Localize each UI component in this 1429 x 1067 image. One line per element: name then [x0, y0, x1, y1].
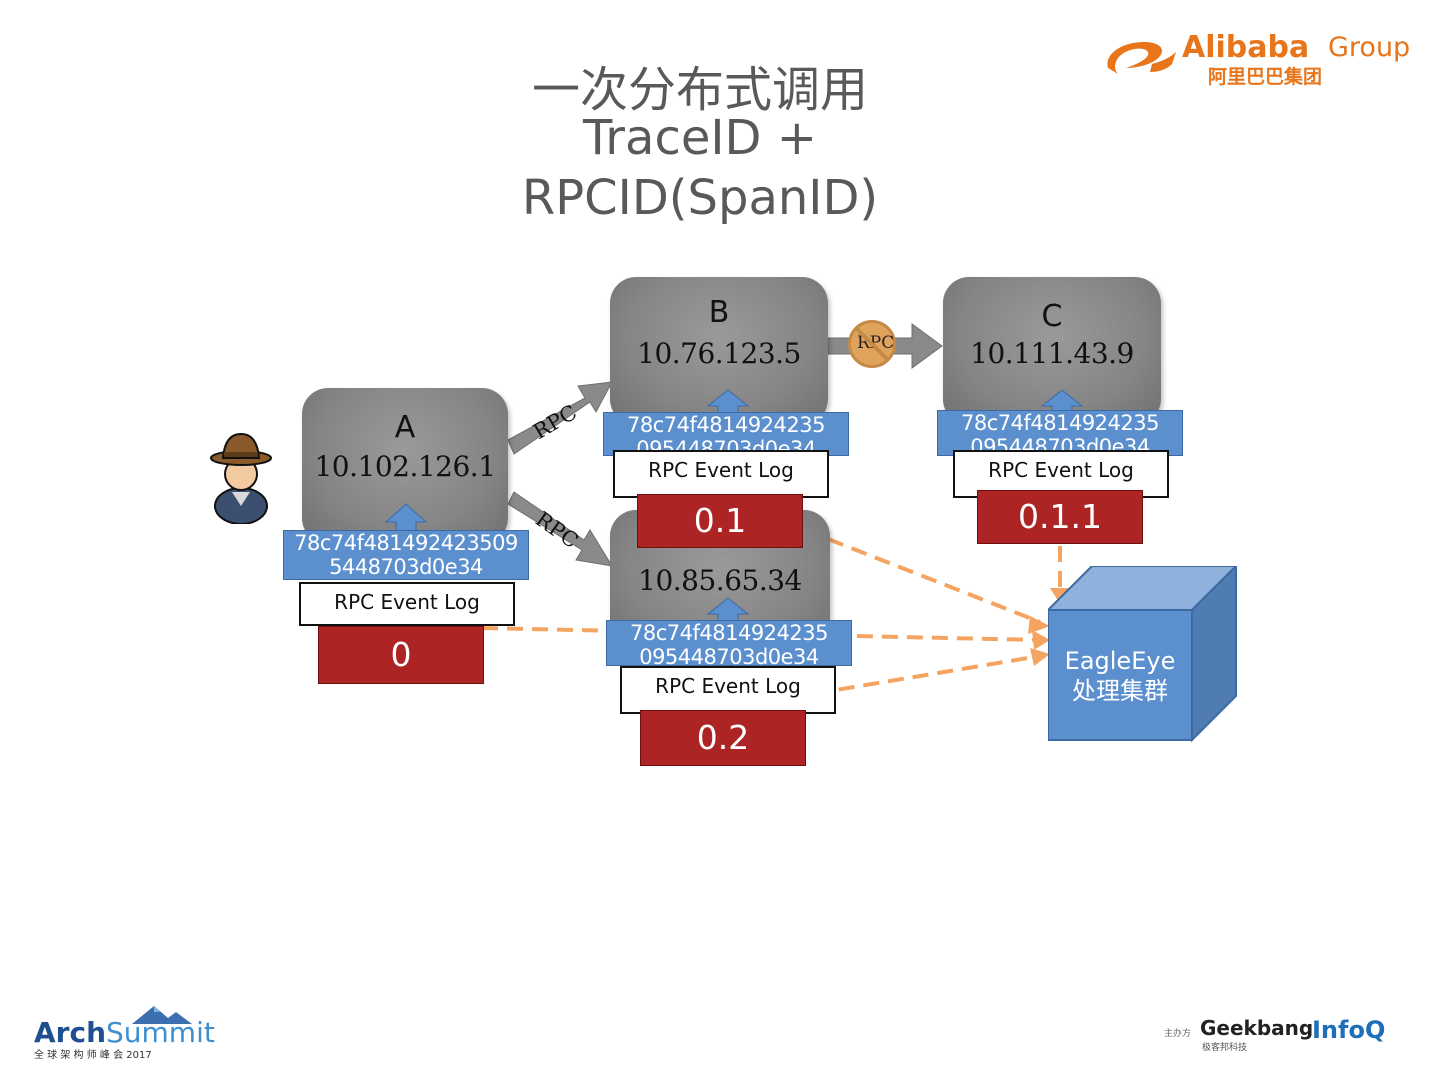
arrowhead-01 [1028, 616, 1050, 634]
node-b: B 10.76.123.5 [610, 277, 828, 425]
alibaba-logo: Alibaba Group 阿里巴巴集团 [1100, 30, 1410, 90]
cube-icon [1048, 566, 1238, 743]
node-b-ip: 10.76.123.5 [637, 337, 801, 370]
summit-wordmark: Summit [106, 1016, 215, 1049]
node-c-ip: 10.111.43.9 [970, 337, 1134, 370]
title-line-1: 一次分布式调用 [531, 62, 868, 118]
host-label: 主办方 [1164, 1029, 1192, 1039]
node-a-name: A [394, 410, 416, 445]
eagleeye-label-line-1: EagleEye [1064, 647, 1176, 675]
sponsor-logos: 主办方 Geekbang 极客邦科技 InfoQ [1164, 1016, 1404, 1056]
trace-id-a: 78c74f481492423509 5448703d0e34 [283, 530, 529, 580]
rpc-arrow-a-b [507, 381, 613, 455]
event-log-d: RPC Event Log [620, 666, 836, 714]
node-a: A 10.102.126.1 [302, 388, 508, 544]
geekbang-wordmark: Geekbang [1200, 1016, 1314, 1040]
alibaba-smile-icon [1107, 42, 1176, 74]
user-icon [210, 432, 272, 524]
eagleeye-cluster: EagleEye 处理集群 [1048, 566, 1240, 744]
group-wordmark: Group [1328, 32, 1411, 63]
alibaba-chinese-wordmark: 阿里巴巴集团 [1208, 66, 1323, 88]
rpcid-c: 0.1.1 [977, 490, 1143, 544]
event-log-b: RPC Event Log [613, 450, 829, 498]
title-line-3: RPCID(SpanID) [521, 170, 879, 226]
rpcid-a: 0 [318, 626, 484, 684]
event-log-a: RPC Event Log [299, 582, 515, 626]
eagleeye-label: EagleEye 处理集群 [1048, 646, 1192, 706]
title-line-2: TraceID + [583, 110, 817, 166]
geekbang-subtitle: 极客邦科技 [1202, 1043, 1248, 1053]
arrowhead-0 [1032, 630, 1050, 650]
archsummit-logo: Arch Summit 全 球 架 构 师 峰 会 2017 [34, 1004, 215, 1061]
rpc-arrow-a-d [507, 491, 613, 567]
arrowhead-02 [1030, 648, 1050, 666]
node-c-name: C [1041, 299, 1063, 334]
infoq-wordmark: InfoQ [1312, 1016, 1386, 1044]
archsummit-subtitle: 全 球 架 构 师 峰 会 2017 [34, 1050, 152, 1061]
arch-wordmark: Arch [34, 1016, 107, 1049]
rpcid-d: 0.2 [640, 710, 806, 766]
alibaba-wordmark: Alibaba [1182, 30, 1310, 65]
node-b-name: B [708, 295, 730, 330]
mountain-icon [132, 1006, 192, 1024]
dash-log-01-to-eagleeye [804, 528, 1041, 624]
node-a-ip: 10.102.126.1 [314, 450, 496, 483]
eagleeye-label-line-2: 处理集群 [1072, 677, 1168, 705]
rpcid-b: 0.1 [637, 494, 803, 548]
node-d-ip: 10.85.65.34 [638, 564, 802, 597]
blocked-rpc-icon: RPC [848, 320, 896, 368]
trace-id-d: 78c74f4814924235 095448703d0e34 [606, 620, 852, 666]
